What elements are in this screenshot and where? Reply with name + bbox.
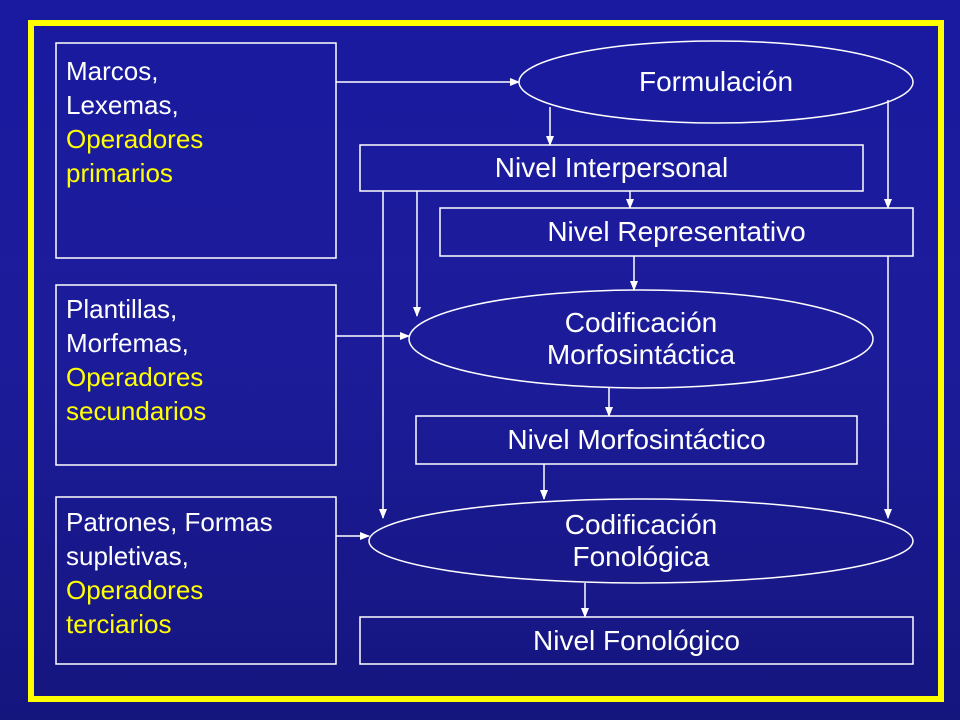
nivel-interpersonal-box — [359, 144, 864, 192]
nivel-morfosintactico-label: Nivel Morfosintáctico — [507, 424, 766, 455]
slide-frame — [28, 20, 944, 702]
left-box-1-line-3: Operadores — [66, 124, 204, 154]
cod-fono-line-1: Codificación — [564, 509, 718, 540]
left-box-1-line-2: Lexemas, — [66, 90, 179, 120]
left-box-2-line-4: secundarios — [66, 396, 207, 426]
left-box-3-line-1: Patrones, Formas — [66, 507, 273, 537]
left-box-3-line-3: Operadores — [66, 575, 204, 605]
nivel-morfosintactico-box — [415, 415, 858, 465]
left-box-2-text: Plantillas, Morfemas, Operadores secunda… — [66, 292, 206, 428]
nivel-fonologico-label: Nivel Fonológico — [533, 624, 740, 656]
left-box-1-text: Marcos, Lexemas, Operadores primarios — [66, 54, 203, 190]
cod-morfo-line-2: Morfosintáctica — [546, 339, 736, 370]
left-box-2 — [55, 284, 337, 466]
codificacion-fonologica-label: Codificación Fonológica — [369, 499, 913, 583]
nivel-representativo-box — [439, 207, 914, 257]
left-box-3 — [55, 496, 337, 665]
left-box-2-line-3: Operadores — [66, 362, 204, 392]
left-box-1-line-4: primarios — [66, 158, 173, 188]
left-box-3-line-2: supletivas, — [66, 541, 189, 571]
left-box-1-line-1: Marcos, — [66, 56, 159, 86]
cod-fono-line-2: Fonológica — [572, 541, 710, 572]
codificacion-morfosintactica-label: Codificación Morfosintáctica — [409, 290, 873, 388]
nivel-interpersonal-label: Nivel Interpersonal — [494, 152, 729, 183]
formulacion-label: Formulación — [638, 66, 794, 97]
cod-morfo-line-1: Codificación — [564, 307, 718, 338]
left-box-2-line-1: Plantillas, — [66, 294, 178, 324]
codificacion-fonologica-ellipse — [368, 498, 914, 584]
nivel-fonologico-box — [359, 616, 914, 665]
left-box-1 — [55, 42, 337, 259]
left-box-3-text: Patrones, Formas supletivas, Operadores … — [66, 505, 273, 641]
nivel-representativo-label: Nivel Representativo — [547, 216, 806, 247]
left-box-3-line-4: terciarios — [66, 609, 172, 639]
left-box-2-line-2: Morfemas, — [66, 328, 189, 358]
